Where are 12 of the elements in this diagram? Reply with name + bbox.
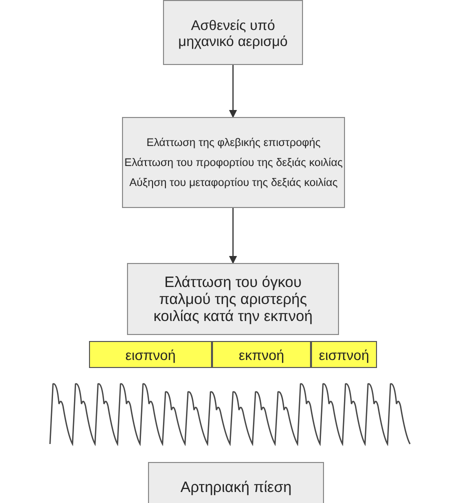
phase-cell: εισπνοή [311, 341, 377, 368]
process-box: Ασθενείς υπό μηχανικό αερισμό [163, 0, 303, 65]
process-box [122, 117, 345, 208]
arrow [229, 208, 237, 264]
text-line: Ελάττωση της φλεβικής επιστροφής [146, 136, 320, 148]
text-line: Ελάττωση του προφορτίου της δεξιάς κοιλίας [124, 156, 343, 168]
process-box: Ελάττωση του όγκου παλμού της αριστερής κοιλίας κατά την εκπνοή [127, 263, 339, 335]
arrow [229, 65, 237, 118]
text-line: Αύξηση του μεταφορτίου της δεξιάς κοιλίας [129, 176, 338, 188]
phase-cell: εισπνοή [89, 341, 212, 368]
phase-cell: εκπνοή [212, 341, 311, 368]
label-box: Αρτηριακή πίεση [148, 462, 324, 503]
